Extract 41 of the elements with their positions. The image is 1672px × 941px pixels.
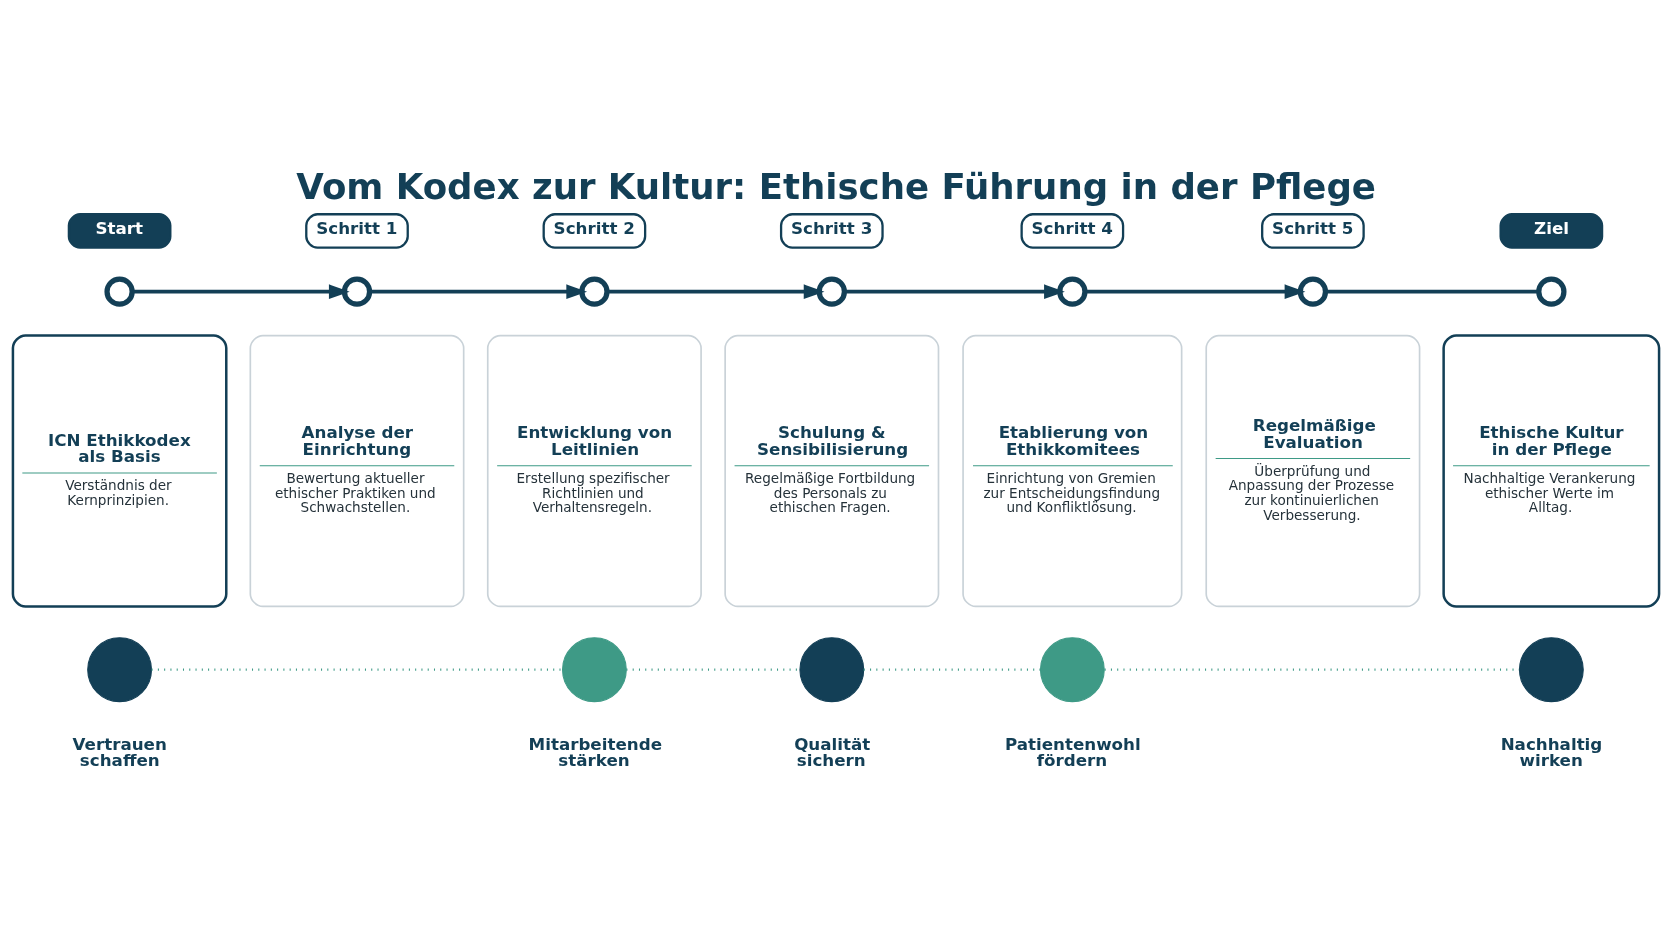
arrow xyxy=(844,283,1065,299)
node-label: Vertrauen schaffen xyxy=(72,733,167,770)
connector xyxy=(626,668,800,671)
node-circle xyxy=(1536,275,1567,307)
node-box: Ziel xyxy=(1499,212,1604,249)
node-circle xyxy=(562,636,627,702)
node-box: Start xyxy=(67,212,172,249)
node-label: Nachhaltig wirken xyxy=(1500,733,1603,770)
node-box: Regelmäßige Evaluation Überprüfung und Anpassung der Prozesse zur kontinuierlichen Verbesserung. xyxy=(1205,334,1421,607)
connector xyxy=(863,668,1041,671)
node-box: Entwicklung von Leitlinien Erstellung spezifischer Richtlinien und Verhaltensregeln. xyxy=(486,334,702,607)
node-circle xyxy=(579,275,610,307)
node-circle xyxy=(1297,275,1329,307)
node-box: ICN Ethikkodex als Basis Verständnis der Kernprinzipien. xyxy=(11,333,228,608)
node-circle xyxy=(341,275,373,307)
node-label: Mitarbeitende stärken xyxy=(528,733,662,770)
node-box: Etablierung von Ethikkomitees Einrichtung von Gremien zur Entscheidungsfindung und Konfliktlösung. xyxy=(962,334,1183,607)
node-circle xyxy=(1039,636,1105,702)
node-label: Qualität sichern xyxy=(794,733,871,770)
node-circle xyxy=(1518,636,1584,702)
connector xyxy=(151,668,563,671)
node-label: Patientenwohl fördern xyxy=(1004,733,1141,770)
node-circle xyxy=(1057,275,1088,307)
node-box: Schritt 1 xyxy=(305,212,409,249)
node-box: Ethische Kultur in der Pflege Nachhaltige Verankerung ethischer Werte im Alltag. xyxy=(1442,333,1661,608)
arrow xyxy=(370,283,588,299)
node-box: Schritt 4 xyxy=(1020,212,1125,249)
arrow xyxy=(607,283,825,299)
diagram-title: Vom Kodex zur Kultur: Ethische Führung in der Pflege xyxy=(296,165,1376,207)
connector xyxy=(1325,289,1539,293)
arrow xyxy=(1085,283,1306,299)
node-circle xyxy=(816,275,847,307)
node-box: Schritt 2 xyxy=(542,212,647,249)
node-box: Schulung & Sensibilisierung Regelmäßige Fortbildung des Personals zu ethischen Fragen. xyxy=(724,334,940,607)
node-circle xyxy=(87,636,153,702)
node-circle xyxy=(799,636,865,702)
node-box: Analyse der Einrichtung Bewertung aktueller ethischer Praktiken und Schwachstellen. xyxy=(249,334,465,607)
node-box: Schritt 5 xyxy=(1261,212,1365,249)
node-circle xyxy=(104,275,135,307)
arrow xyxy=(132,283,350,299)
node-box: Schritt 3 xyxy=(779,212,884,249)
